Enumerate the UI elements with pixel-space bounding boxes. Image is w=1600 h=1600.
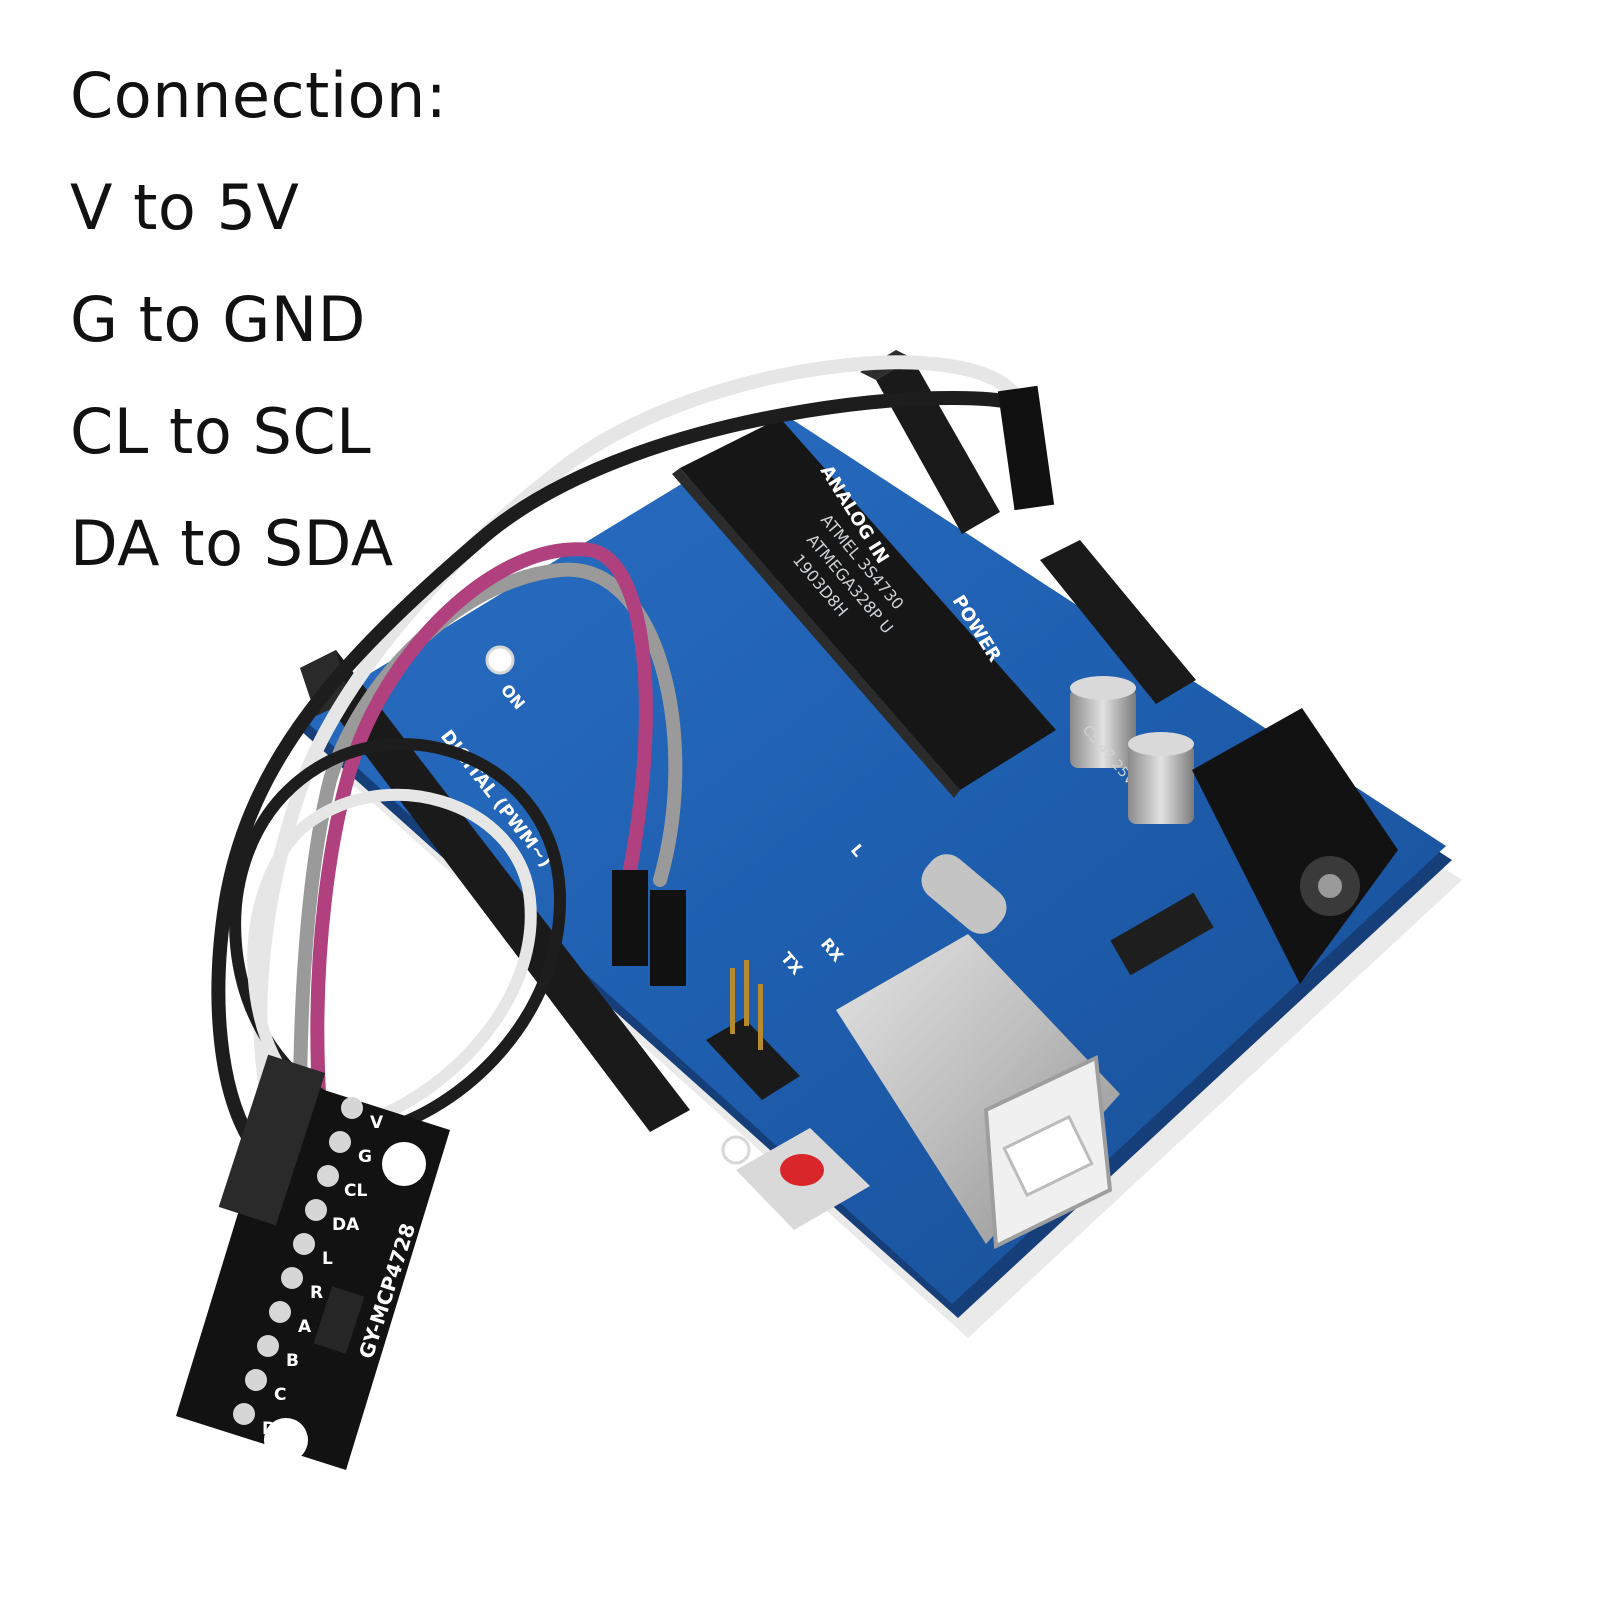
pin-pad <box>245 1369 267 1391</box>
pin-label: A <box>298 1317 312 1337</box>
dupont-connector <box>612 870 648 966</box>
wire-loop <box>229 738 567 1136</box>
module-header <box>218 1054 326 1226</box>
usb-b-connector <box>836 934 1120 1250</box>
mounting-hole <box>485 645 515 675</box>
wire-black <box>211 391 1039 1147</box>
pin-label: DA <box>332 1215 360 1235</box>
dupont-connector <box>650 890 686 986</box>
caption-line-da: DA to SDA <box>70 507 394 580</box>
mcp4728-module: V G CL DA L R A B C D GY-MCP4728 <box>176 1054 450 1470</box>
mounting-hole <box>382 1142 426 1186</box>
connection-caption: Connection: V to 5V G to GND CL to SCL D… <box>70 40 447 600</box>
digital-header <box>300 650 690 1132</box>
caption-line-g: G to GND <box>70 283 366 356</box>
pin-label: D <box>262 1419 276 1439</box>
pin-pad <box>293 1233 315 1255</box>
pin-pad <box>269 1301 291 1323</box>
capacitor <box>1128 732 1194 824</box>
dc-jack <box>1192 708 1398 984</box>
pin-label: C <box>274 1385 286 1405</box>
pin-pad <box>305 1199 327 1221</box>
caption-line-v: V to 5V <box>70 171 300 244</box>
dupont-connector <box>997 385 1055 511</box>
arduino-uno-board: ATMEL 3S4730 ATMEGA328P U 1903D8H ANALOG… <box>300 350 1462 1338</box>
pin-label: G <box>358 1147 372 1167</box>
jumper-wires <box>211 355 1055 1147</box>
mounting-hole <box>721 1135 751 1165</box>
dac-chip <box>313 1286 365 1354</box>
pin-pad <box>317 1165 339 1187</box>
caption-title: Connection: <box>70 59 448 132</box>
caption-line-cl: CL to SCL <box>70 395 372 468</box>
pin-pad <box>341 1097 363 1119</box>
pin-label: B <box>286 1351 299 1371</box>
pin-label: V <box>370 1113 384 1133</box>
wire-magenta <box>310 542 653 1117</box>
voltage-regulator <box>1110 892 1214 976</box>
power-header <box>1040 540 1196 704</box>
pin-label: L <box>322 1249 333 1269</box>
pin-pad <box>257 1335 279 1357</box>
pin-pad <box>281 1267 303 1289</box>
icsp-header <box>706 960 800 1100</box>
pin-pad <box>329 1131 351 1153</box>
wire-loop-white <box>247 788 537 1126</box>
pin-label: CL <box>344 1181 367 1201</box>
pcb-surface <box>300 418 1446 1304</box>
module-pcb <box>176 1076 450 1470</box>
crystal <box>921 854 1007 934</box>
pin-label: R <box>310 1283 323 1303</box>
mounting-hole <box>264 1418 308 1462</box>
reset-button <box>736 1128 870 1230</box>
pin-pad <box>233 1403 255 1425</box>
